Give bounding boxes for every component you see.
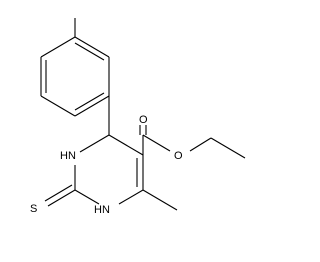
atom-label-o-carbonyl: O	[139, 114, 148, 126]
bond-ring-a3-a4	[74, 95, 110, 117]
bond-o-ethyl-ch2	[189, 137, 212, 152]
bond-n1-c6	[118, 189, 144, 205]
bond-ring-a1-a2	[74, 36, 110, 58]
bond-ring-a4-a5	[40, 95, 76, 117]
bond-ring-a1-a2-inner	[74, 42, 105, 61]
bond-c5-c4	[108, 134, 144, 156]
bond-c4-n3	[79, 134, 110, 153]
atom-label-n3: HN	[60, 150, 76, 162]
bond-ethyl-ch2-ch3	[210, 137, 246, 159]
bond-ring-a6-a1	[40, 36, 76, 58]
bond-ring-a3-a4-inner	[74, 92, 105, 111]
bond-c2-n1	[74, 189, 100, 205]
atom-label-o-ester: O	[174, 150, 183, 162]
molecule-diagram: HN HN S O O	[30, 18, 246, 216]
bond-c6-methyl	[142, 189, 178, 211]
atom-label-s: S	[30, 203, 37, 215]
atom-label-n1: HN	[94, 204, 110, 216]
bond-carbonyl-o-ester	[142, 134, 171, 152]
bond-c2-s-a	[47, 189, 76, 207]
bond-c2-s-b	[44, 184, 73, 202]
